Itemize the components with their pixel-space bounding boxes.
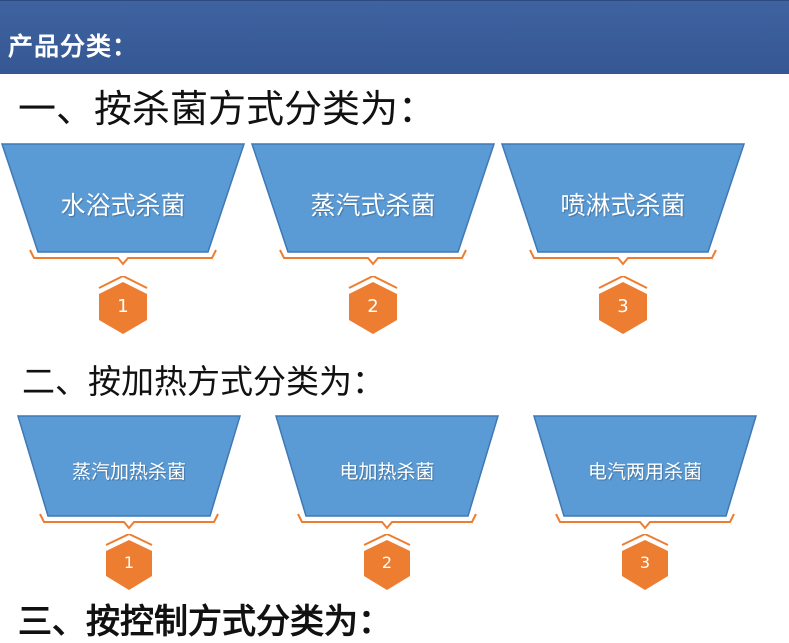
card-shape (500, 143, 746, 266)
card-label: 水浴式杀菌 (60, 191, 186, 220)
card-shape (16, 415, 242, 530)
section3-heading: 三、按控制方式分类为： (18, 602, 392, 642)
badge-number: 2 (381, 553, 393, 572)
category-card: 电加热杀菌 (274, 415, 500, 530)
card-label: 蒸汽加热杀菌 (71, 461, 186, 483)
number-badge: 1 (97, 276, 149, 336)
card-label: 蒸汽式杀菌 (310, 191, 436, 220)
card-label: 喷淋式杀菌 (560, 191, 686, 220)
badge-number: 1 (123, 553, 135, 572)
header-title: 产品分类： (8, 32, 139, 61)
card-label: 电汽两用杀菌 (587, 461, 702, 483)
card-shape (274, 415, 500, 530)
number-badge: 1 (104, 534, 154, 592)
badge-number: 2 (367, 296, 379, 317)
hexagon-icon (598, 276, 648, 334)
category-card: 喷淋式杀菌 (500, 143, 746, 266)
badge-number: 3 (639, 553, 651, 572)
section2-heading: 二、按加热方式分类为： (22, 362, 385, 401)
number-badge: 3 (597, 276, 649, 336)
number-badge: 2 (362, 534, 412, 592)
category-card: 蒸汽式杀菌 (250, 143, 496, 266)
card-shape (0, 143, 246, 266)
number-badge: 2 (347, 276, 399, 336)
category-card: 蒸汽加热杀菌 (16, 415, 242, 530)
card-shape (250, 143, 496, 266)
section1-heading: 一、按杀菌方式分类为： (18, 87, 437, 131)
hexagon-icon (348, 276, 398, 334)
category-card: 电汽两用杀菌 (532, 415, 758, 530)
card-label: 电加热杀菌 (339, 461, 435, 483)
badge-number: 3 (617, 296, 629, 317)
header-bar: 产品分类： (0, 0, 789, 74)
badge-number: 1 (117, 296, 129, 317)
number-badge: 3 (620, 534, 670, 592)
hexagon-icon (363, 534, 411, 590)
hexagon-icon (105, 534, 153, 590)
hexagon-icon (621, 534, 669, 590)
hexagon-icon (98, 276, 148, 334)
category-card: 水浴式杀菌 (0, 143, 246, 266)
card-shape (532, 415, 758, 530)
